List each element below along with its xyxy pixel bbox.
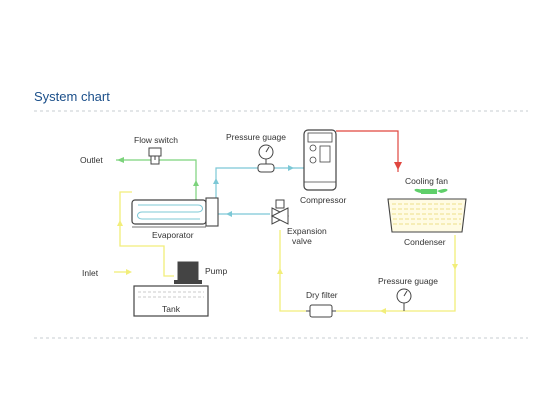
compressor-label: Compressor	[300, 195, 346, 205]
tank-label: Tank	[162, 304, 181, 314]
suction-arrow	[288, 165, 294, 171]
cooling-fan-label: Cooling fan	[405, 176, 448, 186]
evaporator-label: Evaporator	[152, 230, 194, 240]
page-title: System chart	[34, 89, 110, 104]
condenser-label: Condenser	[404, 237, 446, 247]
liquid-arrow-up	[277, 268, 283, 274]
pressure-gauge-bottom-label: Pressure guage	[378, 276, 438, 286]
evaporator	[131, 197, 219, 228]
condenser	[387, 198, 467, 233]
water-arrow-up	[117, 220, 123, 226]
dry-filter-label: Dry filter	[306, 290, 338, 300]
tank	[133, 285, 209, 317]
flow-switch	[148, 147, 162, 165]
expansion-valve-label-2: valve	[292, 236, 312, 246]
outlet-pipe	[116, 159, 197, 200]
inlet-arrow	[126, 269, 132, 275]
expansion-valve	[270, 199, 290, 225]
outlet-label: Outlet	[80, 155, 103, 165]
flow-switch-label: Flow switch	[134, 135, 178, 145]
liquid-arrow-down	[452, 264, 458, 270]
hot-gas-arrow	[394, 162, 402, 170]
outlet-up-arrow	[193, 180, 199, 186]
water-pipe	[119, 191, 174, 277]
suction-pipe	[215, 167, 258, 200]
dry-filter	[306, 304, 336, 318]
expansion-arrow	[226, 211, 232, 217]
pump-label: Pump	[205, 266, 227, 276]
liquid-arrow-left	[380, 308, 386, 314]
pressure-gauge-bottom	[396, 288, 412, 311]
expansion-valve-label-1: Expansion	[287, 226, 327, 236]
evap-up-arrow	[213, 178, 219, 184]
pressure-gauge-top	[257, 144, 275, 173]
hot-gas-pipe	[336, 130, 399, 172]
liquid-pipe	[336, 235, 456, 312]
cooling-fan	[414, 188, 448, 194]
pressure-gauge-top-label: Pressure guage	[226, 132, 286, 142]
outlet-arrow	[117, 157, 124, 163]
pump	[174, 261, 202, 284]
liquid-pipe-2	[279, 230, 306, 312]
inlet-label: Inlet	[82, 268, 99, 278]
compressor	[303, 129, 337, 191]
